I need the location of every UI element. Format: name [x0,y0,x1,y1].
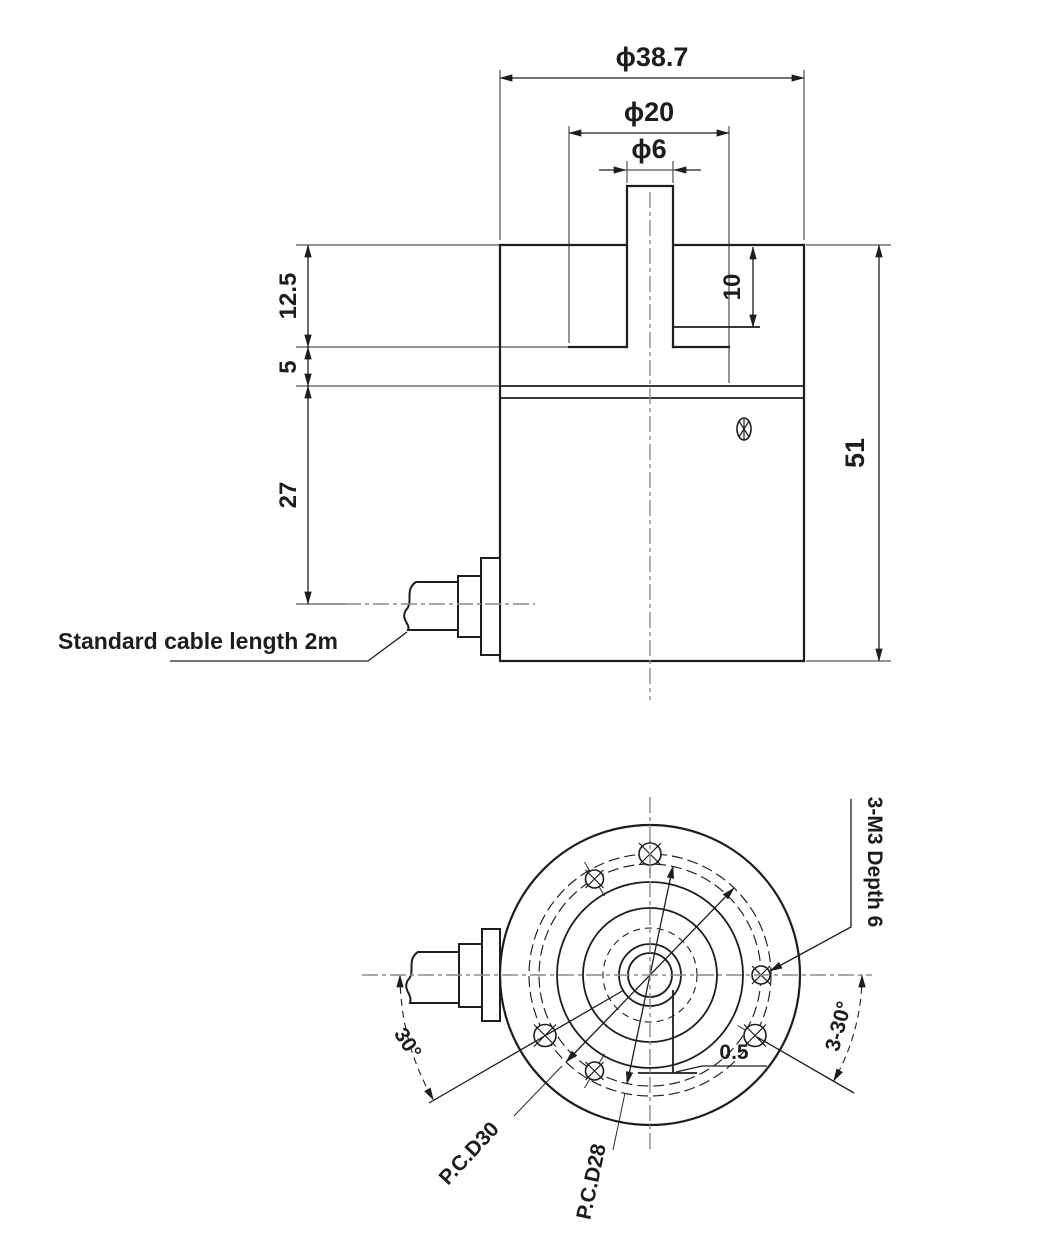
offset-detail: 0.5 [638,990,767,1074]
dim10-label: 10 [719,274,746,301]
cable-note: Standard cable length 2m [58,628,408,662]
dia387-extension-lines [499,70,805,240]
cable-break-symbol-bottom [405,951,460,1004]
dia6-extension-lines [626,161,674,183]
pcd28-dim-extension [612,1092,626,1151]
pcd28-label: P.C.D28 [572,1141,611,1221]
angle30-arc [396,974,434,1101]
offset-leader [675,1065,767,1073]
screw-cross [738,418,750,440]
cable-break-symbol [403,581,459,631]
dia6-label: ϕ6 [631,134,666,164]
m3-label: 3-M3 Depth 6 [863,797,886,928]
shaft-outline [625,184,675,349]
cable-note-label: Standard cable length 2m [58,628,338,654]
pcd30-label: P.C.D30 [435,1118,504,1190]
pcd30-dim-extension [513,1065,563,1117]
dia20-extension-lines [568,126,730,383]
connector-flange-plate [480,557,501,656]
dim27-label: 27 [275,482,302,509]
set-screw-icon [736,417,752,441]
m3-holes-callout: 3-M3 Depth 6 [769,797,886,972]
side-view: ϕ38.7 ϕ20 ϕ6 12.5 5 27 10 5 [58,42,891,700]
dim125-label: 12.5 [275,273,302,320]
dia387-label: ϕ38.7 [616,42,689,72]
dim51-label: 51 [840,438,870,468]
m3-leader-line [769,799,852,972]
angle30-leg-line [428,989,625,1104]
hole-b3-cross [585,1061,604,1081]
index-mark-lines [638,990,697,1074]
offset-label: 0.5 [719,1041,749,1064]
cable-connector-side [345,557,535,656]
angle330-leg-line [756,1036,855,1094]
bottom-view: P.C.D30 P.C.D28 30° 3-30° 3-M3 Depth 6 0… [362,797,886,1222]
encoder-body-outline [498,184,806,663]
pcd-dimension-lines: P.C.D30 P.C.D28 [435,865,735,1222]
cable-gland [457,575,482,638]
cable-note-leader [170,631,408,662]
side-view-dimensions: ϕ38.7 ϕ20 ϕ6 12.5 5 27 10 5 [275,42,891,662]
dim5-label: 5 [275,360,302,373]
angle330-arc [833,974,866,1082]
left-extension-lines [296,244,569,605]
cable-connector-bottom [405,928,501,1022]
hole-b2-cross [585,869,604,889]
body-sides-bottom [498,243,806,663]
angle-3x30-dimension: 3-30° [756,974,866,1094]
hole-a3-cross [743,1024,767,1047]
dia20-label: ϕ20 [624,97,674,127]
angle330-label: 3-30° [821,999,856,1054]
angle30-label: 30° [389,1024,426,1063]
